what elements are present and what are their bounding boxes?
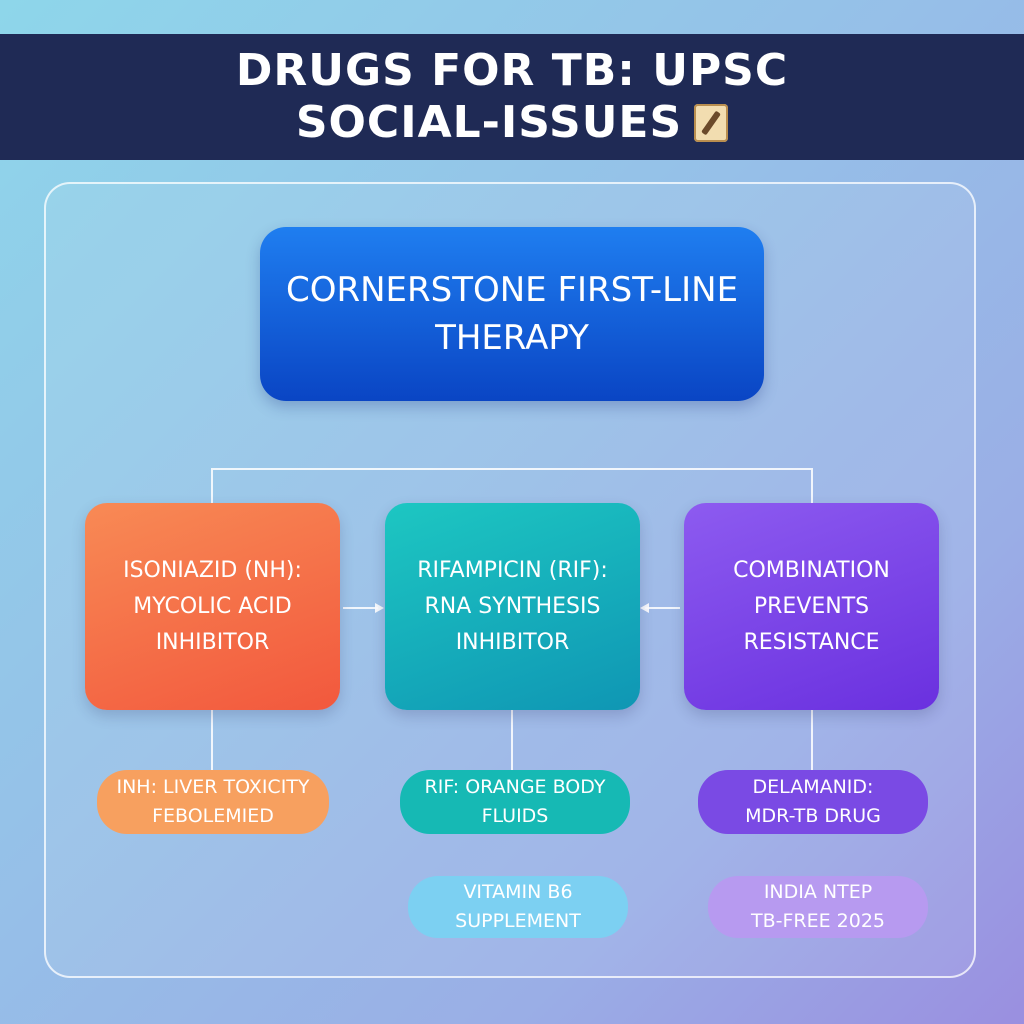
isoniazid-line-3: INHIBITOR bbox=[155, 629, 270, 655]
delamanid-pill-line-2: MDR-TB DRUG bbox=[745, 805, 881, 827]
rif-pill-line-2: FLUIDS bbox=[481, 805, 549, 827]
combination-line-1: COMBINATION bbox=[733, 557, 890, 583]
title-line-1: DRUGS FOR TB: UPSC bbox=[235, 45, 789, 96]
ntep-pill-line-2: TB-FREE 2025 bbox=[750, 910, 886, 932]
isoniazid-box: ISONIAZID (NH): MYCOLIC ACID INHIBITOR bbox=[85, 503, 340, 710]
vitamin-b6-pill: VITAMIN B6 SUPPLEMENT bbox=[408, 876, 628, 938]
rif-pill-line-1: RIF: ORANGE BODY bbox=[424, 776, 606, 798]
isoniazid-line-2: MYCOLIC ACID bbox=[133, 593, 292, 619]
delamanid-pill-line-1: DELAMANID: bbox=[752, 776, 874, 798]
first-line-therapy-box: CORNERSTONE FIRST-LINE THERAPY bbox=[260, 227, 764, 401]
rifampicin-box: RIFAMPICIN (RIF): RNA SYNTHESIS INHIBITO… bbox=[385, 503, 640, 710]
combination-box: COMBINATION PREVENTS RESISTANCE bbox=[684, 503, 939, 710]
title-row-2: SOCIAL-ISSUES bbox=[295, 97, 729, 149]
main-box-line-2: THERAPY bbox=[435, 318, 589, 358]
isoniazid-line-1: ISONIAZID (NH): bbox=[123, 557, 302, 583]
scroll-icon bbox=[694, 104, 729, 142]
vitamin-pill-line-1: VITAMIN B6 bbox=[463, 881, 573, 903]
inh-pill-line-2: FEBOLEMIED bbox=[152, 805, 274, 827]
rifampicin-line-1: RIFAMPICIN (RIF): bbox=[417, 557, 608, 583]
rifampicin-line-3: INHIBITOR bbox=[455, 629, 570, 655]
inh-liver-toxicity-pill: INH: LIVER TOXICITY FEBOLEMIED bbox=[97, 770, 329, 834]
india-ntep-pill: INDIA NTEP TB-FREE 2025 bbox=[708, 876, 928, 938]
title-bar: DRUGS FOR TB: UPSC SOCIAL-ISSUES bbox=[0, 34, 1024, 160]
inh-pill-line-1: INH: LIVER TOXICITY bbox=[116, 776, 310, 798]
vitamin-pill-line-2: SUPPLEMENT bbox=[455, 910, 581, 932]
delamanid-pill: DELAMANID: MDR-TB DRUG bbox=[698, 770, 928, 834]
rif-orange-fluids-pill: RIF: ORANGE BODY FLUIDS bbox=[400, 770, 630, 834]
ntep-pill-line-1: INDIA NTEP bbox=[763, 881, 873, 903]
rifampicin-line-2: RNA SYNTHESIS bbox=[424, 593, 601, 619]
main-box-line-1: CORNERSTONE FIRST-LINE bbox=[285, 270, 739, 310]
title-line-2: SOCIAL-ISSUES bbox=[295, 97, 683, 148]
combination-line-2: PREVENTS RESISTANCE bbox=[743, 593, 880, 655]
